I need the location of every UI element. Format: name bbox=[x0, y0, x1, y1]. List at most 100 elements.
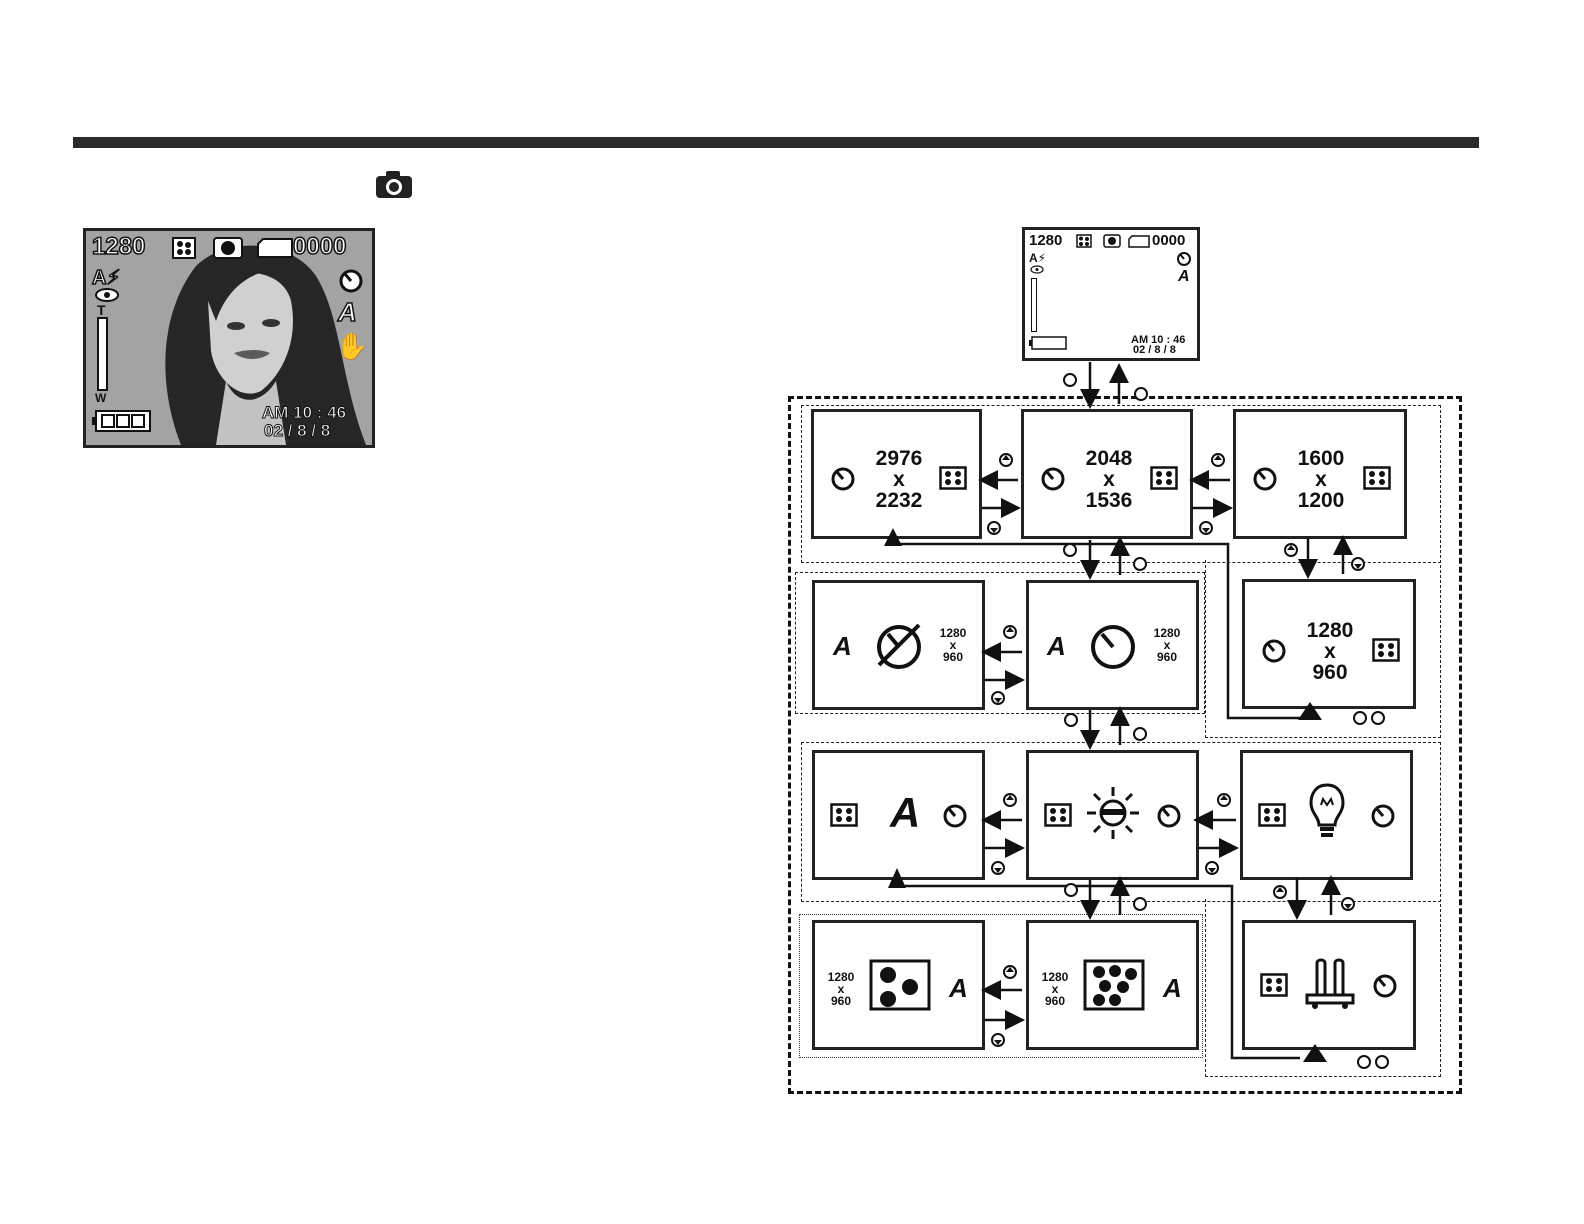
quality-icon bbox=[1044, 803, 1072, 827]
button-left-icon bbox=[1063, 712, 1079, 728]
button-menu-icon bbox=[1352, 710, 1386, 726]
quality-icon bbox=[1258, 803, 1286, 827]
top-counter-label: 0000 bbox=[1152, 232, 1185, 249]
memory-card-icon bbox=[257, 238, 293, 258]
wb-fluorescent-screen[interactable] bbox=[1242, 920, 1416, 1050]
camera-mode-icon bbox=[213, 237, 243, 259]
red-eye-icon bbox=[1030, 265, 1044, 274]
counter-label: 0000 bbox=[293, 233, 346, 261]
sunny-icon bbox=[1085, 785, 1141, 841]
button-up-icon bbox=[1210, 452, 1226, 468]
memory-card-icon bbox=[1128, 235, 1150, 248]
self-timer-icon bbox=[1039, 464, 1067, 492]
button-left-icon bbox=[1062, 372, 1078, 388]
self-timer-icon bbox=[1251, 464, 1279, 492]
button-up-icon bbox=[1272, 884, 1288, 900]
button-right-icon bbox=[1132, 896, 1148, 912]
self-timer-icon bbox=[1260, 636, 1288, 664]
battery-icon bbox=[92, 409, 152, 433]
button-right-icon bbox=[1132, 726, 1148, 742]
button-up-icon bbox=[1002, 964, 1018, 980]
button-down-icon bbox=[1340, 896, 1356, 912]
time-label: AM 10 : 46 bbox=[262, 403, 346, 423]
button-up-icon bbox=[1002, 624, 1018, 640]
red-eye-icon bbox=[94, 287, 120, 303]
auto-white-balance-icon: A bbox=[833, 631, 852, 662]
camera-icon bbox=[374, 170, 414, 200]
button-up-icon bbox=[1283, 542, 1299, 558]
quality-icon bbox=[1363, 466, 1391, 490]
top-date-label: 02 / 8 / 8 bbox=[1133, 344, 1176, 356]
button-up-icon bbox=[1216, 792, 1232, 808]
button-down-icon bbox=[990, 690, 1006, 706]
quality-icon bbox=[830, 803, 858, 827]
auto-white-balance-icon: A bbox=[1047, 631, 1066, 662]
self-timer-icon bbox=[829, 464, 857, 492]
auto-flash-icon: A⚡ bbox=[1029, 251, 1046, 265]
self-timer-icon bbox=[1087, 619, 1139, 671]
wb-incandescent-screen[interactable] bbox=[1240, 750, 1413, 880]
button-left-icon bbox=[1062, 542, 1078, 558]
zoom-w-label: W bbox=[95, 391, 106, 405]
self-timer-off-icon bbox=[873, 619, 925, 671]
auto-white-balance-icon: A bbox=[890, 789, 920, 837]
bulb-icon bbox=[1309, 783, 1345, 839]
button-down-icon bbox=[1350, 556, 1366, 572]
self-timer-icon bbox=[1176, 250, 1192, 266]
button-down-icon bbox=[1204, 860, 1220, 876]
button-right-icon bbox=[1132, 556, 1148, 572]
button-left-icon bbox=[1063, 882, 1079, 898]
button-down-icon bbox=[1198, 520, 1214, 536]
auto-white-balance-icon: A bbox=[1163, 973, 1182, 1004]
quality-fine-icon bbox=[1083, 959, 1145, 1011]
auto-white-balance-icon: A bbox=[949, 973, 968, 1004]
small-resolution: 1280x960 bbox=[933, 627, 973, 663]
top-lcd: 1280 0000 A⚡ A AM 10 : 46 02 / 8 / 8 bbox=[1022, 227, 1200, 361]
button-up-icon bbox=[998, 452, 1014, 468]
camera-mode-icon bbox=[1103, 234, 1121, 248]
button-right-icon bbox=[1133, 386, 1149, 402]
battery-icon bbox=[1029, 336, 1067, 350]
resolution-label: 1280 bbox=[92, 233, 145, 261]
self-timer-icon bbox=[1371, 971, 1399, 999]
preview-lcd: 1280 0000 A⚡ T W A ✋ AM 10 : 46 02 / 8 /… bbox=[83, 228, 375, 448]
self-timer-icon bbox=[941, 801, 969, 829]
button-menu-icon bbox=[1356, 1054, 1390, 1070]
zoom-bar bbox=[97, 317, 108, 391]
quality-icon bbox=[172, 237, 196, 259]
quality-icon bbox=[1372, 638, 1400, 662]
date-label: 02 / 8 / 8 bbox=[264, 421, 330, 441]
wb-sunny-screen[interactable] bbox=[1026, 750, 1199, 880]
button-up-icon bbox=[1002, 792, 1018, 808]
self-timer-icon bbox=[338, 267, 364, 293]
header-rule bbox=[73, 137, 1479, 148]
zoom-t-label: T bbox=[97, 302, 106, 318]
quality-normal-icon bbox=[869, 959, 931, 1011]
fluorescent-icon bbox=[1305, 957, 1355, 1009]
self-timer-icon bbox=[1369, 801, 1397, 829]
hand-shake-icon: ✋ bbox=[336, 331, 368, 362]
top-resolution-label: 1280 bbox=[1029, 232, 1062, 249]
wb-auto-screen[interactable]: A bbox=[812, 750, 985, 880]
quality-icon bbox=[1260, 973, 1288, 997]
auto-white-balance-icon: A bbox=[338, 297, 357, 328]
button-down-icon bbox=[990, 1032, 1006, 1048]
auto-white-balance-icon: A bbox=[1178, 268, 1190, 286]
zoom-bar bbox=[1031, 278, 1037, 332]
quality-icon bbox=[1150, 466, 1178, 490]
